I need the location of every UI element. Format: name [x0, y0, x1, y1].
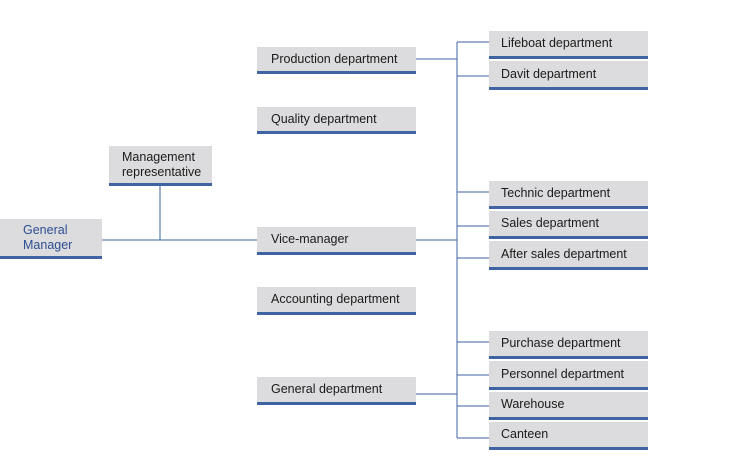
accounting-department-label: Accounting department — [271, 292, 400, 306]
management-representative-box: Management representative — [109, 146, 212, 186]
vice-manager-label: Vice-manager — [271, 232, 349, 246]
canteen-label: Canteen — [501, 427, 549, 441]
sales-department-label: Sales department — [501, 216, 599, 230]
quality-department-label: Quality department — [271, 111, 377, 126]
technic-department-label: Technic department — [501, 186, 611, 200]
canteen-box: Canteen — [489, 422, 648, 450]
davit-department-label: Davit department — [501, 66, 597, 81]
purchase-department-label: Purchase department — [501, 336, 621, 350]
general-manager-box: General Manager — [0, 219, 102, 259]
production-department-box: Production department — [257, 47, 416, 74]
general-manager-label: General Manager — [23, 222, 73, 252]
accounting-department-box: Accounting department — [257, 287, 416, 315]
after-sales-department-label: After sales department — [501, 246, 627, 261]
warehouse-box: Warehouse — [489, 392, 648, 420]
technic-department-box: Technic department — [489, 181, 648, 209]
purchase-department-box: Purchase department — [489, 331, 648, 359]
production-department-label: Production department — [271, 51, 398, 66]
sales-department-box: Sales department — [489, 211, 648, 239]
vice-manager-box: Vice-manager — [257, 227, 416, 255]
personnel-department-label: Personnel department — [501, 366, 624, 381]
lifeboat-department-label: Lifeboat department — [501, 36, 613, 50]
lifeboat-department-box: Lifeboat department — [489, 31, 648, 59]
management-representative-label: Management representative — [122, 149, 202, 179]
after-sales-department-box: After sales department — [489, 241, 648, 270]
general-department-label: General department — [271, 382, 383, 396]
personnel-department-box: Personnel department — [489, 361, 648, 390]
warehouse-label: Warehouse — [501, 397, 565, 411]
general-department-box: General department — [257, 377, 416, 405]
quality-department-box: Quality department — [257, 107, 416, 134]
davit-department-box: Davit department — [489, 61, 648, 90]
